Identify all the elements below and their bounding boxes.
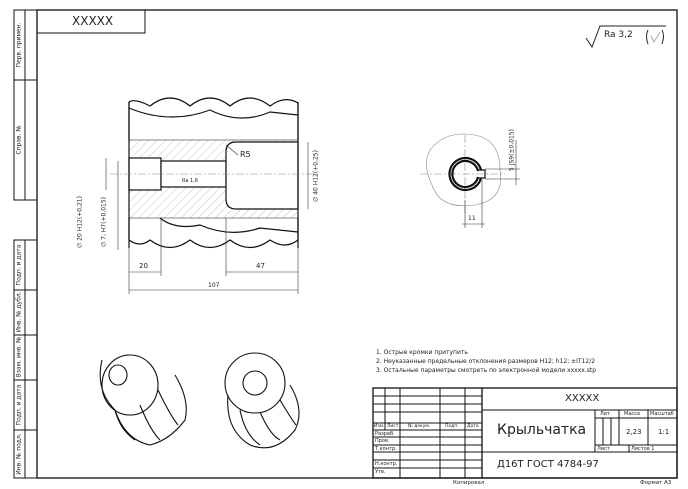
tb-col-sign: Подп. — [445, 424, 459, 429]
side-label-dup-inv: Инв. № дубл. — [15, 291, 23, 333]
tb-material: Д16Т ГОСТ 4784-97 — [497, 459, 599, 470]
tb-col-date: Дата — [467, 424, 479, 429]
dim-diameter-7: ∅ 7, H7(+0,015) — [100, 197, 108, 247]
tb-scale-value: 1:1 — [658, 428, 670, 436]
dim-diameter-20: ∅ 20 H12(+0,21) — [76, 196, 84, 248]
tb-role-checker: Пров. — [375, 438, 390, 444]
section-view — [110, 97, 320, 249]
tb-designation: XXXXX — [565, 393, 600, 404]
dim-radius: R5 — [240, 150, 251, 159]
tb-role-developer: Разраб. — [375, 431, 395, 437]
isometric-view-right — [224, 352, 300, 449]
tb-role-approver: Утв. — [375, 469, 386, 475]
note-2: 2. Неуказанные предельные отклонения раз… — [376, 358, 596, 365]
tb-col-change: Изм. — [374, 424, 385, 429]
dim-key-width: 5 JS9(±0,015) — [508, 128, 516, 172]
drawing-frame — [36, 9, 678, 479]
tb-col-doc: № докум. — [408, 424, 431, 429]
dim-length-total: 107 — [208, 282, 220, 289]
tb-part-name: Крыльчатка — [497, 422, 587, 438]
bore-roughness-label: Ra 1,6 — [182, 178, 198, 184]
roughness-symbol — [585, 25, 666, 49]
tb-role-norm-control: Н.контр. — [375, 461, 398, 467]
dim-diameter-40: ∅ 40 H12(+0,25) — [312, 150, 320, 202]
dimension-lines — [105, 133, 520, 294]
tb-role-tech-control: Т.контр. — [375, 446, 397, 452]
note-3: 3. Остальные параметры смотреть по элект… — [376, 367, 597, 374]
tb-mass-label: Масса — [624, 411, 640, 417]
note-1: 1. Острые кромки притупить — [376, 349, 468, 356]
dim-length-47: 47 — [256, 262, 265, 270]
bore-ring — [448, 156, 486, 192]
isometric-view-left — [99, 354, 187, 446]
footer-copied: Копировал — [453, 480, 485, 486]
tb-col-sheet: Лист — [387, 424, 399, 429]
side-label-sign-date-2: Подп. и дата — [15, 384, 23, 426]
roughness-label: Ra 3,2 — [604, 30, 633, 40]
side-label-original-inv: Инв. № подл. — [15, 433, 23, 475]
tb-mass-value: 2,23 — [626, 428, 642, 436]
dim-length-20: 20 — [139, 262, 148, 270]
side-label-sign-date: Подп. и дата — [15, 244, 23, 286]
footer-format: Формат А3 — [640, 480, 672, 486]
side-strip — [13, 9, 38, 479]
tb-lit-label: Лит. — [600, 411, 612, 417]
side-label-first-use: Перв. примен. — [15, 22, 23, 68]
dim-key-depth: 11 — [468, 215, 476, 222]
tb-sheet-label: Лист — [597, 446, 610, 452]
side-label-replaced-inv: Взам. инв. № — [15, 336, 23, 378]
title-block-grid — [372, 387, 678, 479]
drawing-code: XXXXX — [72, 14, 114, 28]
tb-scale-label: Масштаб — [650, 411, 674, 417]
side-label-reference: Справ. № — [15, 125, 23, 155]
tb-sheets-label: Листов 1 — [631, 446, 655, 452]
